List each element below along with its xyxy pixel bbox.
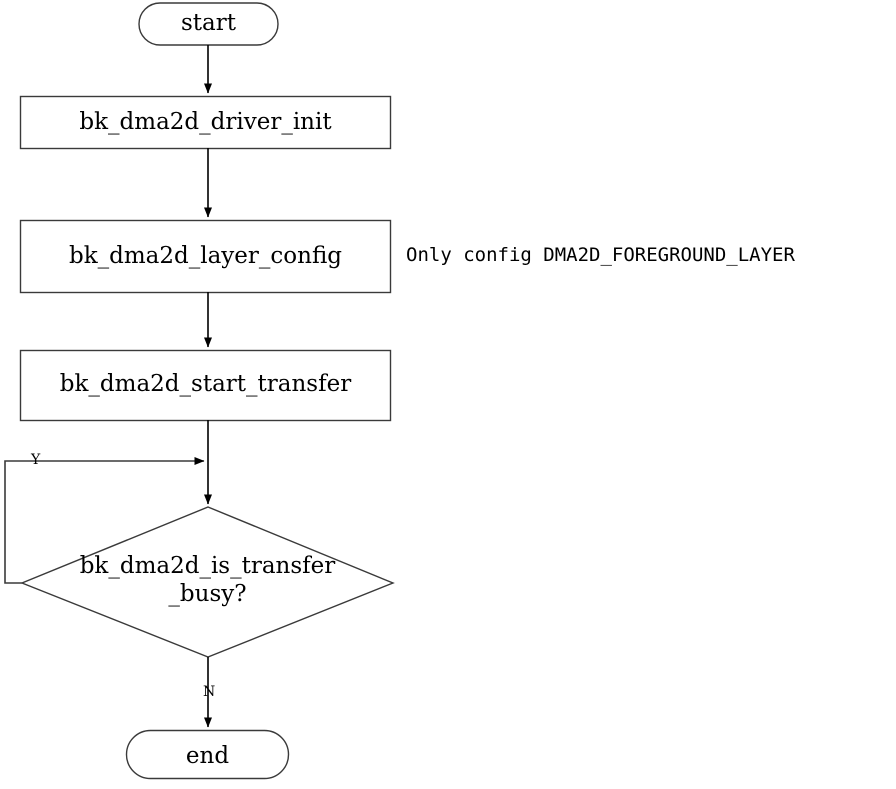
node-layer-config-label: bk_dma2d_layer_config — [68, 243, 343, 269]
edge-label-yes: Y — [31, 452, 41, 468]
node-start-transfer-shape[interactable] — [19, 349, 392, 422]
node-is-transfer-busy-label-line2: _busy? — [168, 581, 247, 607]
node-driver-init-shape[interactable] — [19, 95, 392, 150]
node-end-shape[interactable] — [125, 729, 290, 780]
annotation-layer-config-note: Only config DMA2D_FOREGROUND_LAYER — [406, 244, 795, 266]
edge-label-no: N — [203, 684, 216, 700]
node-driver-init-label: bk_dma2d_driver_init — [79, 109, 332, 135]
node-start-transfer-label: bk_dma2d_start_transfer — [59, 371, 352, 397]
node-layer-config-shape[interactable] — [19, 219, 392, 294]
edge-busy-yes-loopback — [4, 457, 205, 584]
node-start-label: start — [181, 10, 236, 36]
node-end-label: end — [185, 743, 230, 769]
node-is-transfer-busy-label-line1: bk_dma2d_is_transfer — [79, 553, 336, 579]
